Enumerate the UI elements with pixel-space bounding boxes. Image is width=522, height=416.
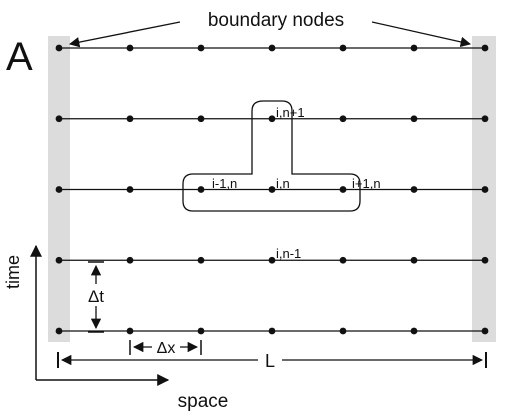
boundary-node <box>55 256 63 264</box>
dx-label-bg <box>152 337 180 357</box>
node-label-upper: i,n+1 <box>276 105 305 120</box>
boundary-node <box>481 256 489 264</box>
boundary-node <box>481 186 489 193</box>
dt-label-bg <box>84 284 108 306</box>
grid-node <box>268 44 276 52</box>
grid-node <box>410 44 418 52</box>
boundary-nodes-label: boundary nodes <box>208 10 344 31</box>
grid-node <box>197 115 205 123</box>
grid-node <box>339 115 347 123</box>
boundary-node <box>55 115 63 123</box>
dt-label: Δt <box>88 287 104 306</box>
length-label-bg <box>258 349 282 371</box>
space-axis-label: space <box>178 391 229 412</box>
grid-node <box>126 327 134 335</box>
boundary-arrow-left <box>68 21 181 48</box>
grid-node <box>126 186 134 193</box>
grid-node <box>410 256 418 264</box>
boundary-node <box>55 186 63 193</box>
grid-node <box>339 327 347 335</box>
boundary-node <box>55 44 63 52</box>
boundary-node <box>55 327 63 335</box>
boundary-node <box>481 115 489 123</box>
grid-node <box>197 327 205 335</box>
grid-node <box>410 115 418 123</box>
node-label-right: i+1,n <box>352 176 381 191</box>
grid-node <box>197 256 205 264</box>
node-label-left: i-1,n <box>212 176 237 191</box>
panel-label: A <box>6 35 33 79</box>
boundary-node <box>481 327 489 335</box>
length-label: L <box>265 351 275 371</box>
boundary-node <box>481 44 489 52</box>
grid-node <box>197 44 205 52</box>
grid-node <box>339 256 347 264</box>
grid-node <box>268 186 276 193</box>
grid-node <box>410 327 418 335</box>
grid-nodes <box>55 44 489 335</box>
grid-node <box>197 186 205 193</box>
grid-node <box>126 256 134 264</box>
grid-node <box>339 186 347 193</box>
grid-node <box>268 327 276 335</box>
grid-node <box>126 115 134 123</box>
time-axis-label: time <box>3 255 23 289</box>
grid-node <box>339 44 347 52</box>
grid-node <box>268 256 276 264</box>
grid-node <box>126 44 134 52</box>
boundary-arrow-right <box>371 21 472 48</box>
grid-node <box>410 186 418 193</box>
node-label-center: i,n <box>276 176 290 191</box>
grid-node <box>268 115 276 123</box>
node-label-lower: i,n-1 <box>276 246 301 261</box>
stencil-outline <box>182 100 361 212</box>
dx-label: Δx <box>157 340 176 357</box>
